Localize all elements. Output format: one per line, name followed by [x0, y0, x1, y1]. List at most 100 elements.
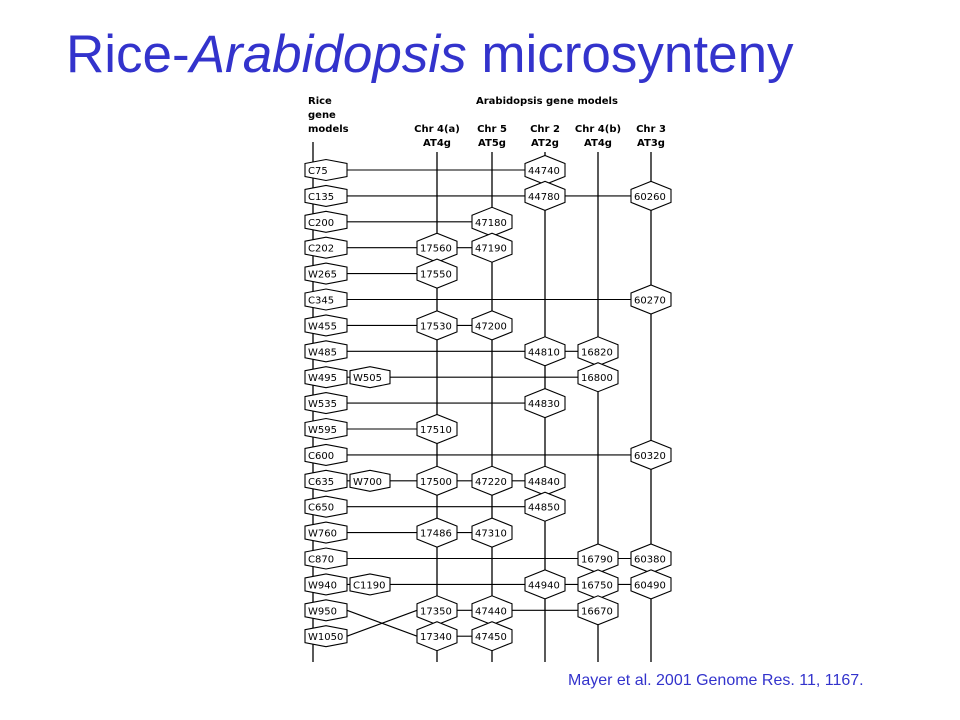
arabidopsis-gene-47220-shape — [471, 465, 513, 496]
rice-gene-W495: W495 — [304, 366, 348, 389]
arabidopsis-gene-44780: 44780 — [524, 180, 566, 211]
title-part1: Rice- — [66, 25, 190, 84]
rice-gene-W265: W265 — [304, 262, 348, 285]
arabidopsis-gene-44850-label: 44850 — [528, 503, 560, 514]
arabidopsis-gene-47190-shape — [471, 232, 513, 263]
arabidopsis-gene-44840-shape — [524, 465, 566, 496]
arabidopsis-gene-44940-label: 44940 — [528, 580, 560, 591]
arabidopsis-gene-16670: 16670 — [577, 595, 619, 626]
rice-gene-W700-label: W700 — [353, 477, 382, 488]
arabidopsis-gene-44740: 44740 — [524, 154, 566, 186]
arabidopsis-gene-60270-shape — [630, 284, 672, 315]
arabidopsis-gene-60320-label: 60320 — [634, 451, 666, 462]
rice-gene-W1050-label: W1050 — [308, 632, 343, 643]
arabidopsis-gene-47180-label: 47180 — [475, 218, 507, 229]
arabidopsis-gene-47180: 47180 — [471, 206, 513, 237]
arabidopsis-gene-60380-shape — [630, 543, 672, 574]
rice-gene-C200-label: C200 — [308, 218, 334, 229]
column-header-code-0: AT4g — [423, 138, 451, 149]
rice-gene-W700-shape — [349, 469, 391, 492]
rice-header-line3: models — [308, 124, 349, 135]
rice-gene-C600-label: C600 — [308, 451, 334, 462]
rice-gene-C870-label: C870 — [308, 555, 334, 566]
arabidopsis-gene-47440-shape — [471, 595, 513, 626]
arabidopsis-gene-17486: 17486 — [416, 517, 458, 548]
arabidopsis-gene-60380-label: 60380 — [634, 555, 666, 566]
arabidopsis-gene-16820-shape — [577, 336, 619, 367]
rice-gene-C135-label: C135 — [308, 192, 334, 203]
arabidopsis-gene-44740-label: 44740 — [528, 166, 560, 177]
arabidopsis-gene-60260-shape — [630, 180, 672, 211]
rice-gene-C202: C202 — [304, 236, 348, 259]
arabidopsis-gene-16820: 16820 — [577, 336, 619, 367]
arabidopsis-gene-47450-shape — [471, 621, 513, 652]
arabidopsis-gene-16750-shape — [577, 569, 619, 600]
rice-gene-W505-label: W505 — [353, 373, 382, 384]
rice-gene-W535: W535 — [304, 392, 348, 415]
column-header-chr-2: Chr 2 — [530, 124, 560, 135]
arabidopsis-gene-16800: 16800 — [577, 362, 619, 393]
arabidopsis-gene-60490-shape — [630, 569, 672, 600]
arabidopsis-gene-16790: 16790 — [577, 543, 619, 574]
arabidopsis-gene-44780-label: 44780 — [528, 192, 560, 203]
rice-gene-C345: C345 — [304, 288, 348, 311]
arabidopsis-gene-17550: 17550 — [416, 258, 458, 289]
arabidopsis-gene-44830-label: 44830 — [528, 399, 560, 410]
rice-gene-W950-label: W950 — [308, 606, 337, 617]
rice-gene-C650: C650 — [304, 495, 348, 518]
arabidopsis-gene-60270: 60270 — [630, 284, 672, 315]
rice-gene-C345-label: C345 — [308, 296, 334, 307]
rice-gene-C635: C635 — [304, 469, 348, 492]
arabidopsis-gene-47440: 47440 — [471, 595, 513, 626]
arabidopsis-gene-60270-label: 60270 — [634, 296, 666, 307]
rice-header-line1: Rice — [308, 96, 332, 107]
arabidopsis-gene-47190: 47190 — [471, 232, 513, 263]
column-header-chr-4: Chr 3 — [636, 124, 666, 135]
rice-gene-C870-shape — [304, 547, 348, 570]
rice-gene-W505: W505 — [349, 366, 391, 389]
diagram-header: Rice gene models Arabidopsis gene models… — [308, 96, 666, 149]
rice-gene-C75: C75 — [304, 158, 348, 182]
arabidopsis-gene-60260-label: 60260 — [634, 192, 666, 203]
rice-gene-C635-label: C635 — [308, 477, 334, 488]
arabidopsis-gene-17486-label: 17486 — [420, 529, 452, 540]
arabidopsis-gene-16750-label: 16750 — [581, 580, 613, 591]
arabidopsis-gene-44740-shape — [524, 154, 566, 186]
rice-gene-W1050-shape — [304, 625, 348, 648]
rice-gene-C75-label: C75 — [308, 166, 328, 177]
arabidopsis-header: Arabidopsis gene models — [476, 96, 618, 107]
rice-gene-C650-label: C650 — [308, 503, 334, 514]
column-header-code-3: AT4g — [584, 138, 612, 149]
arabidopsis-gene-17340-shape — [416, 621, 458, 652]
arabidopsis-gene-47220: 47220 — [471, 465, 513, 496]
arabidopsis-gene-16670-shape — [577, 595, 619, 626]
arabidopsis-gene-17350-label: 17350 — [420, 606, 452, 617]
arabidopsis-gene-44850-shape — [524, 491, 566, 522]
column-header-code-4: AT3g — [637, 138, 665, 149]
arabidopsis-gene-17560-label: 17560 — [420, 244, 452, 255]
rice-gene-W265-label: W265 — [308, 270, 337, 281]
rice-gene-C650-shape — [304, 495, 348, 518]
rice-gene-W455: W455 — [304, 314, 348, 337]
arabidopsis-gene-17510-label: 17510 — [420, 425, 452, 436]
arabidopsis-gene-44940: 44940 — [524, 569, 566, 600]
arabidopsis-gene-47310: 47310 — [471, 517, 513, 548]
arabidopsis-gene-44830: 44830 — [524, 388, 566, 419]
arabidopsis-gene-17500: 17500 — [416, 465, 458, 496]
column-header-chr-1: Chr 5 — [477, 124, 507, 135]
title-italic: Arabidopsis — [189, 25, 467, 84]
rice-gene-W495-label: W495 — [308, 373, 337, 384]
arabidopsis-gene-47450: 47450 — [471, 621, 513, 652]
rice-gene-W535-shape — [304, 392, 348, 415]
arabidopsis-gene-47200-shape — [471, 310, 513, 341]
rice-gene-W595-label: W595 — [308, 425, 337, 436]
arabidopsis-gene-47310-label: 47310 — [475, 529, 507, 540]
rice-gene-C1190-shape — [349, 573, 391, 596]
arabidopsis-gene-17510-shape — [416, 413, 458, 445]
arabidopsis-gene-47220-label: 47220 — [475, 477, 507, 488]
arabidopsis-gene-16820-label: 16820 — [581, 347, 613, 358]
arabidopsis-gene-47190-label: 47190 — [475, 244, 507, 255]
arabidopsis-gene-60320-shape — [630, 439, 672, 470]
